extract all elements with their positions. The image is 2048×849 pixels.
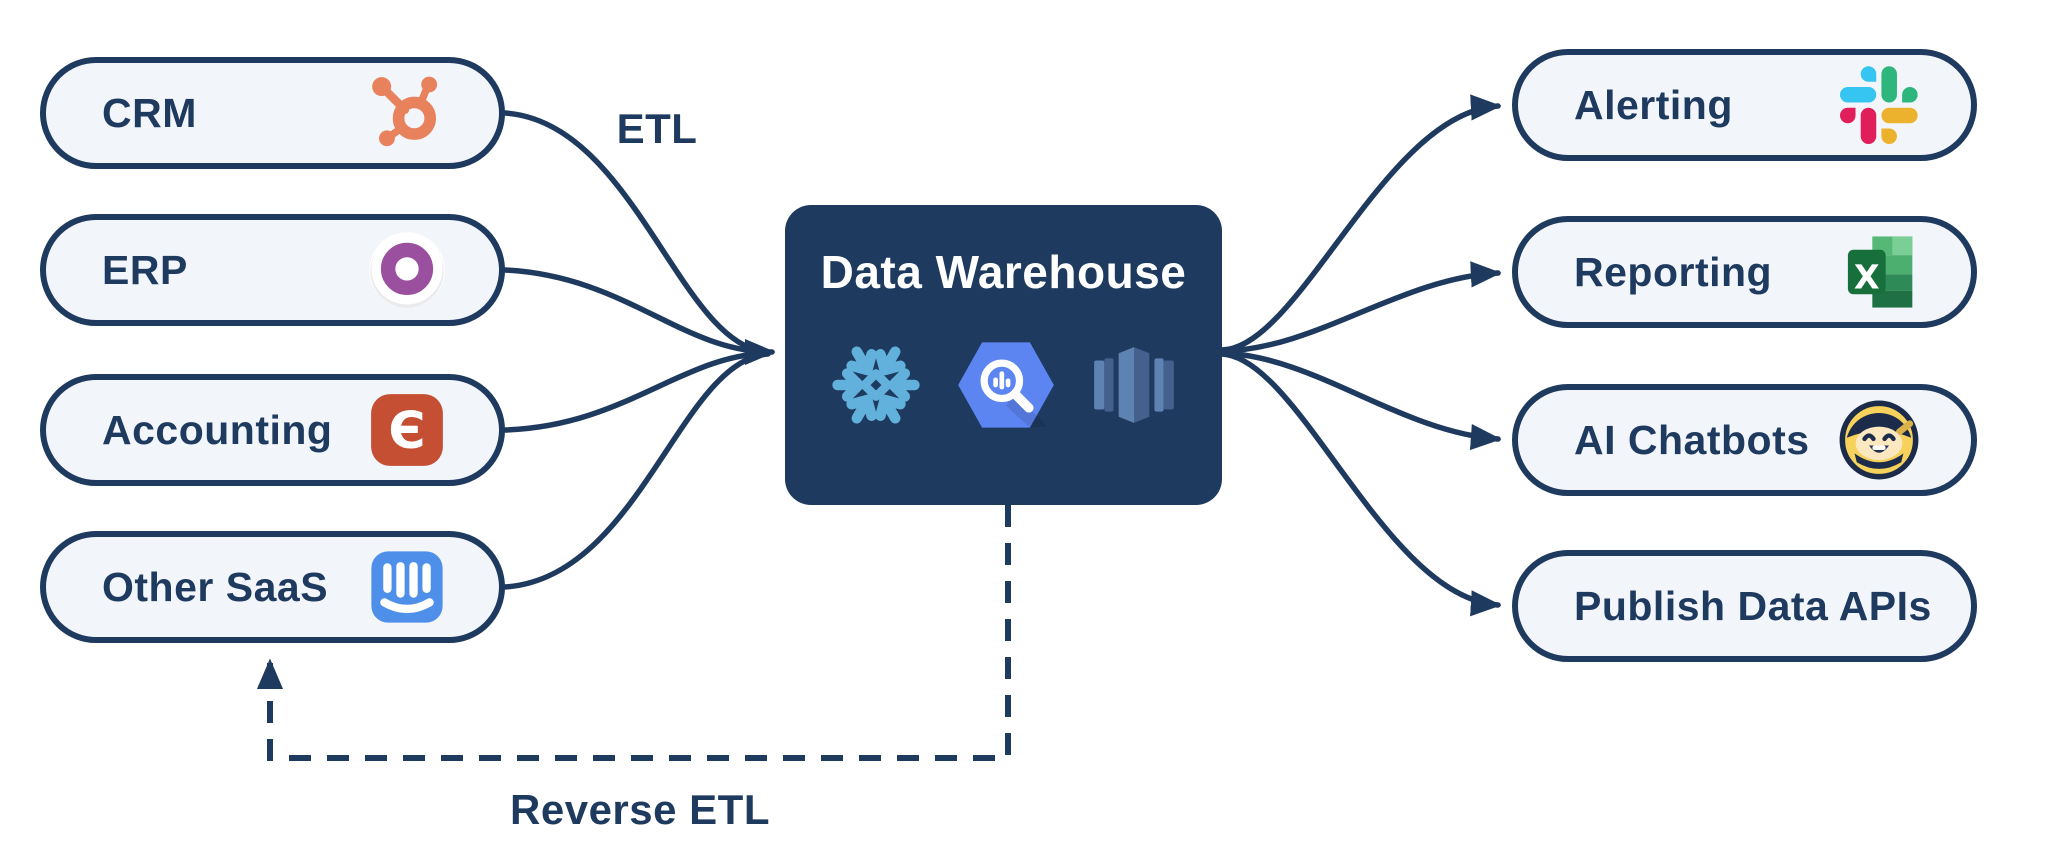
etl-arrow-crm (502, 110, 771, 355)
node-alerting: Alerting (1512, 49, 1977, 161)
excel-icon: X (1839, 232, 1919, 312)
expensify-icon: Є (367, 390, 447, 470)
arrow-to-ai-chatbots (1219, 350, 1502, 451)
node-other-saas-label: Other SaaS (102, 563, 329, 610)
slack-icon (1839, 65, 1919, 145)
node-accounting: Accounting Є (40, 374, 505, 486)
arrow-to-alerting (1219, 94, 1502, 353)
etl-arrow-erp (502, 267, 771, 355)
node-publish-data-apis-label: Publish Data APIs (1574, 582, 1932, 629)
redshift-icon (1088, 339, 1180, 436)
node-crm: CRM (40, 57, 505, 169)
node-alerting-label: Alerting (1574, 81, 1733, 128)
warehouse-title: Data Warehouse (820, 246, 1187, 298)
hubspot-icon (367, 73, 447, 153)
intercom-icon (367, 547, 447, 627)
node-reporting: Reporting X (1512, 216, 1977, 328)
ninja-icon (1839, 400, 1919, 480)
node-crm-label: CRM (102, 89, 197, 136)
odoo-icon (367, 230, 447, 310)
node-other-saas: Other SaaS (40, 531, 505, 643)
warehouse-icons (828, 333, 1180, 442)
snowflake-icon (828, 337, 924, 438)
etl-arrow-accounting (502, 350, 771, 433)
bigquery-icon (954, 333, 1058, 442)
svg-text:X: X (1854, 258, 1880, 297)
node-erp-label: ERP (102, 246, 188, 293)
etl-arrow-other-saas (502, 351, 771, 590)
svg-text:Є: Є (388, 401, 425, 460)
node-ai-chatbots: AI Chatbots (1512, 384, 1977, 496)
etl-label: ETL (616, 105, 698, 152)
node-ai-chatbots-label: AI Chatbots (1574, 416, 1810, 463)
node-data-warehouse: Data Warehouse (785, 205, 1222, 505)
reverse-etl-label: Reverse ETL (510, 786, 770, 833)
node-reporting-label: Reporting (1574, 248, 1773, 295)
arrow-to-publish-apis (1219, 351, 1502, 617)
node-accounting-label: Accounting (102, 406, 333, 453)
arrow-to-reporting (1219, 261, 1502, 354)
node-erp: ERP (40, 214, 505, 326)
reverse-etl-arrow (256, 505, 1011, 761)
node-publish-data-apis: Publish Data APIs (1512, 550, 1977, 662)
